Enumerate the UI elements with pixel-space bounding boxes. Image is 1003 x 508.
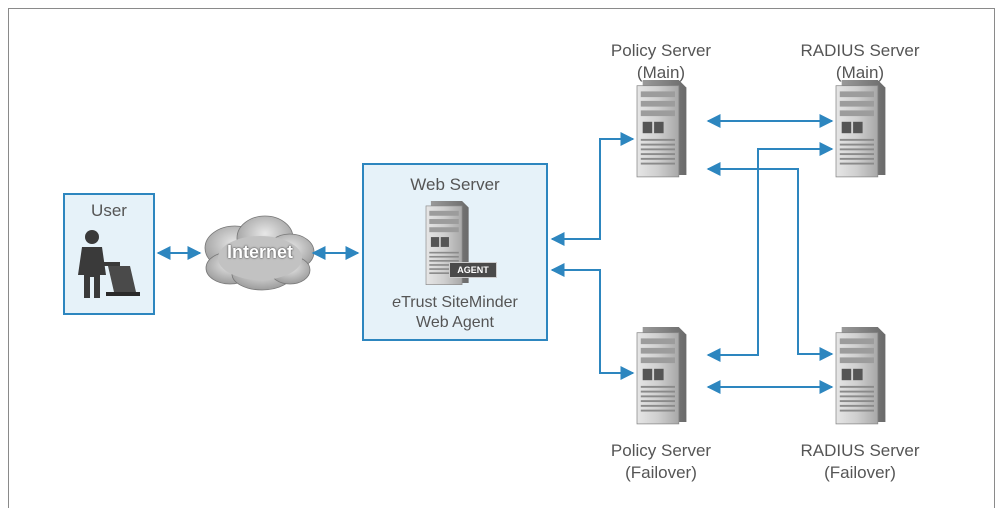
policy-main-line2: (Main) (636, 63, 686, 82)
policy-failover-line1: Policy Server (610, 441, 712, 460)
web-agent-description: eTrust SiteMinder Web Agent (362, 293, 548, 333)
radius-main-line2: (Main) (835, 63, 885, 82)
agent-line1-rest: Trust SiteMinder (401, 294, 518, 311)
user-with-laptop-icon (78, 230, 140, 298)
web-policy-failover-link (550, 263, 635, 380)
radius-server-failover-label: RADIUS Server (Failover) (770, 440, 950, 484)
agent-tag: AGENT (449, 262, 497, 278)
policy-failover-radius-main-link (706, 142, 834, 362)
agent-line2: Web Agent (416, 314, 494, 331)
frame-right-border (994, 8, 995, 508)
radius-main-line1: RADIUS Server (800, 41, 920, 60)
radius-failover-line2: (Failover) (824, 463, 896, 482)
policy-server-main-icon (636, 79, 687, 178)
radius-server-main-label: RADIUS Server (Main) (770, 40, 950, 84)
frame-left-border (8, 8, 9, 508)
agent-line1-prefix: e (392, 294, 402, 311)
internet-cloud-icon (204, 215, 315, 291)
web-policy-main-link (550, 132, 635, 246)
radius-server-failover-icon (835, 326, 886, 425)
frame-top-border (8, 8, 995, 9)
radius-failover-line1: RADIUS Server (800, 441, 920, 460)
radius-server-main-icon (835, 79, 886, 178)
policy-main-radius-failover-link (706, 162, 834, 361)
internet-label: Internet (226, 242, 293, 262)
user-label: User (91, 201, 127, 220)
policy-failover-line2: (Failover) (625, 463, 697, 482)
policy-server-failover-label: Policy Server (Failover) (571, 440, 751, 484)
policy-main-line1: Policy Server (610, 41, 712, 60)
web-server-title: Web Server (410, 175, 500, 194)
policy-server-main-label: Policy Server (Main) (571, 40, 751, 84)
policy-server-failover-icon (636, 326, 687, 425)
